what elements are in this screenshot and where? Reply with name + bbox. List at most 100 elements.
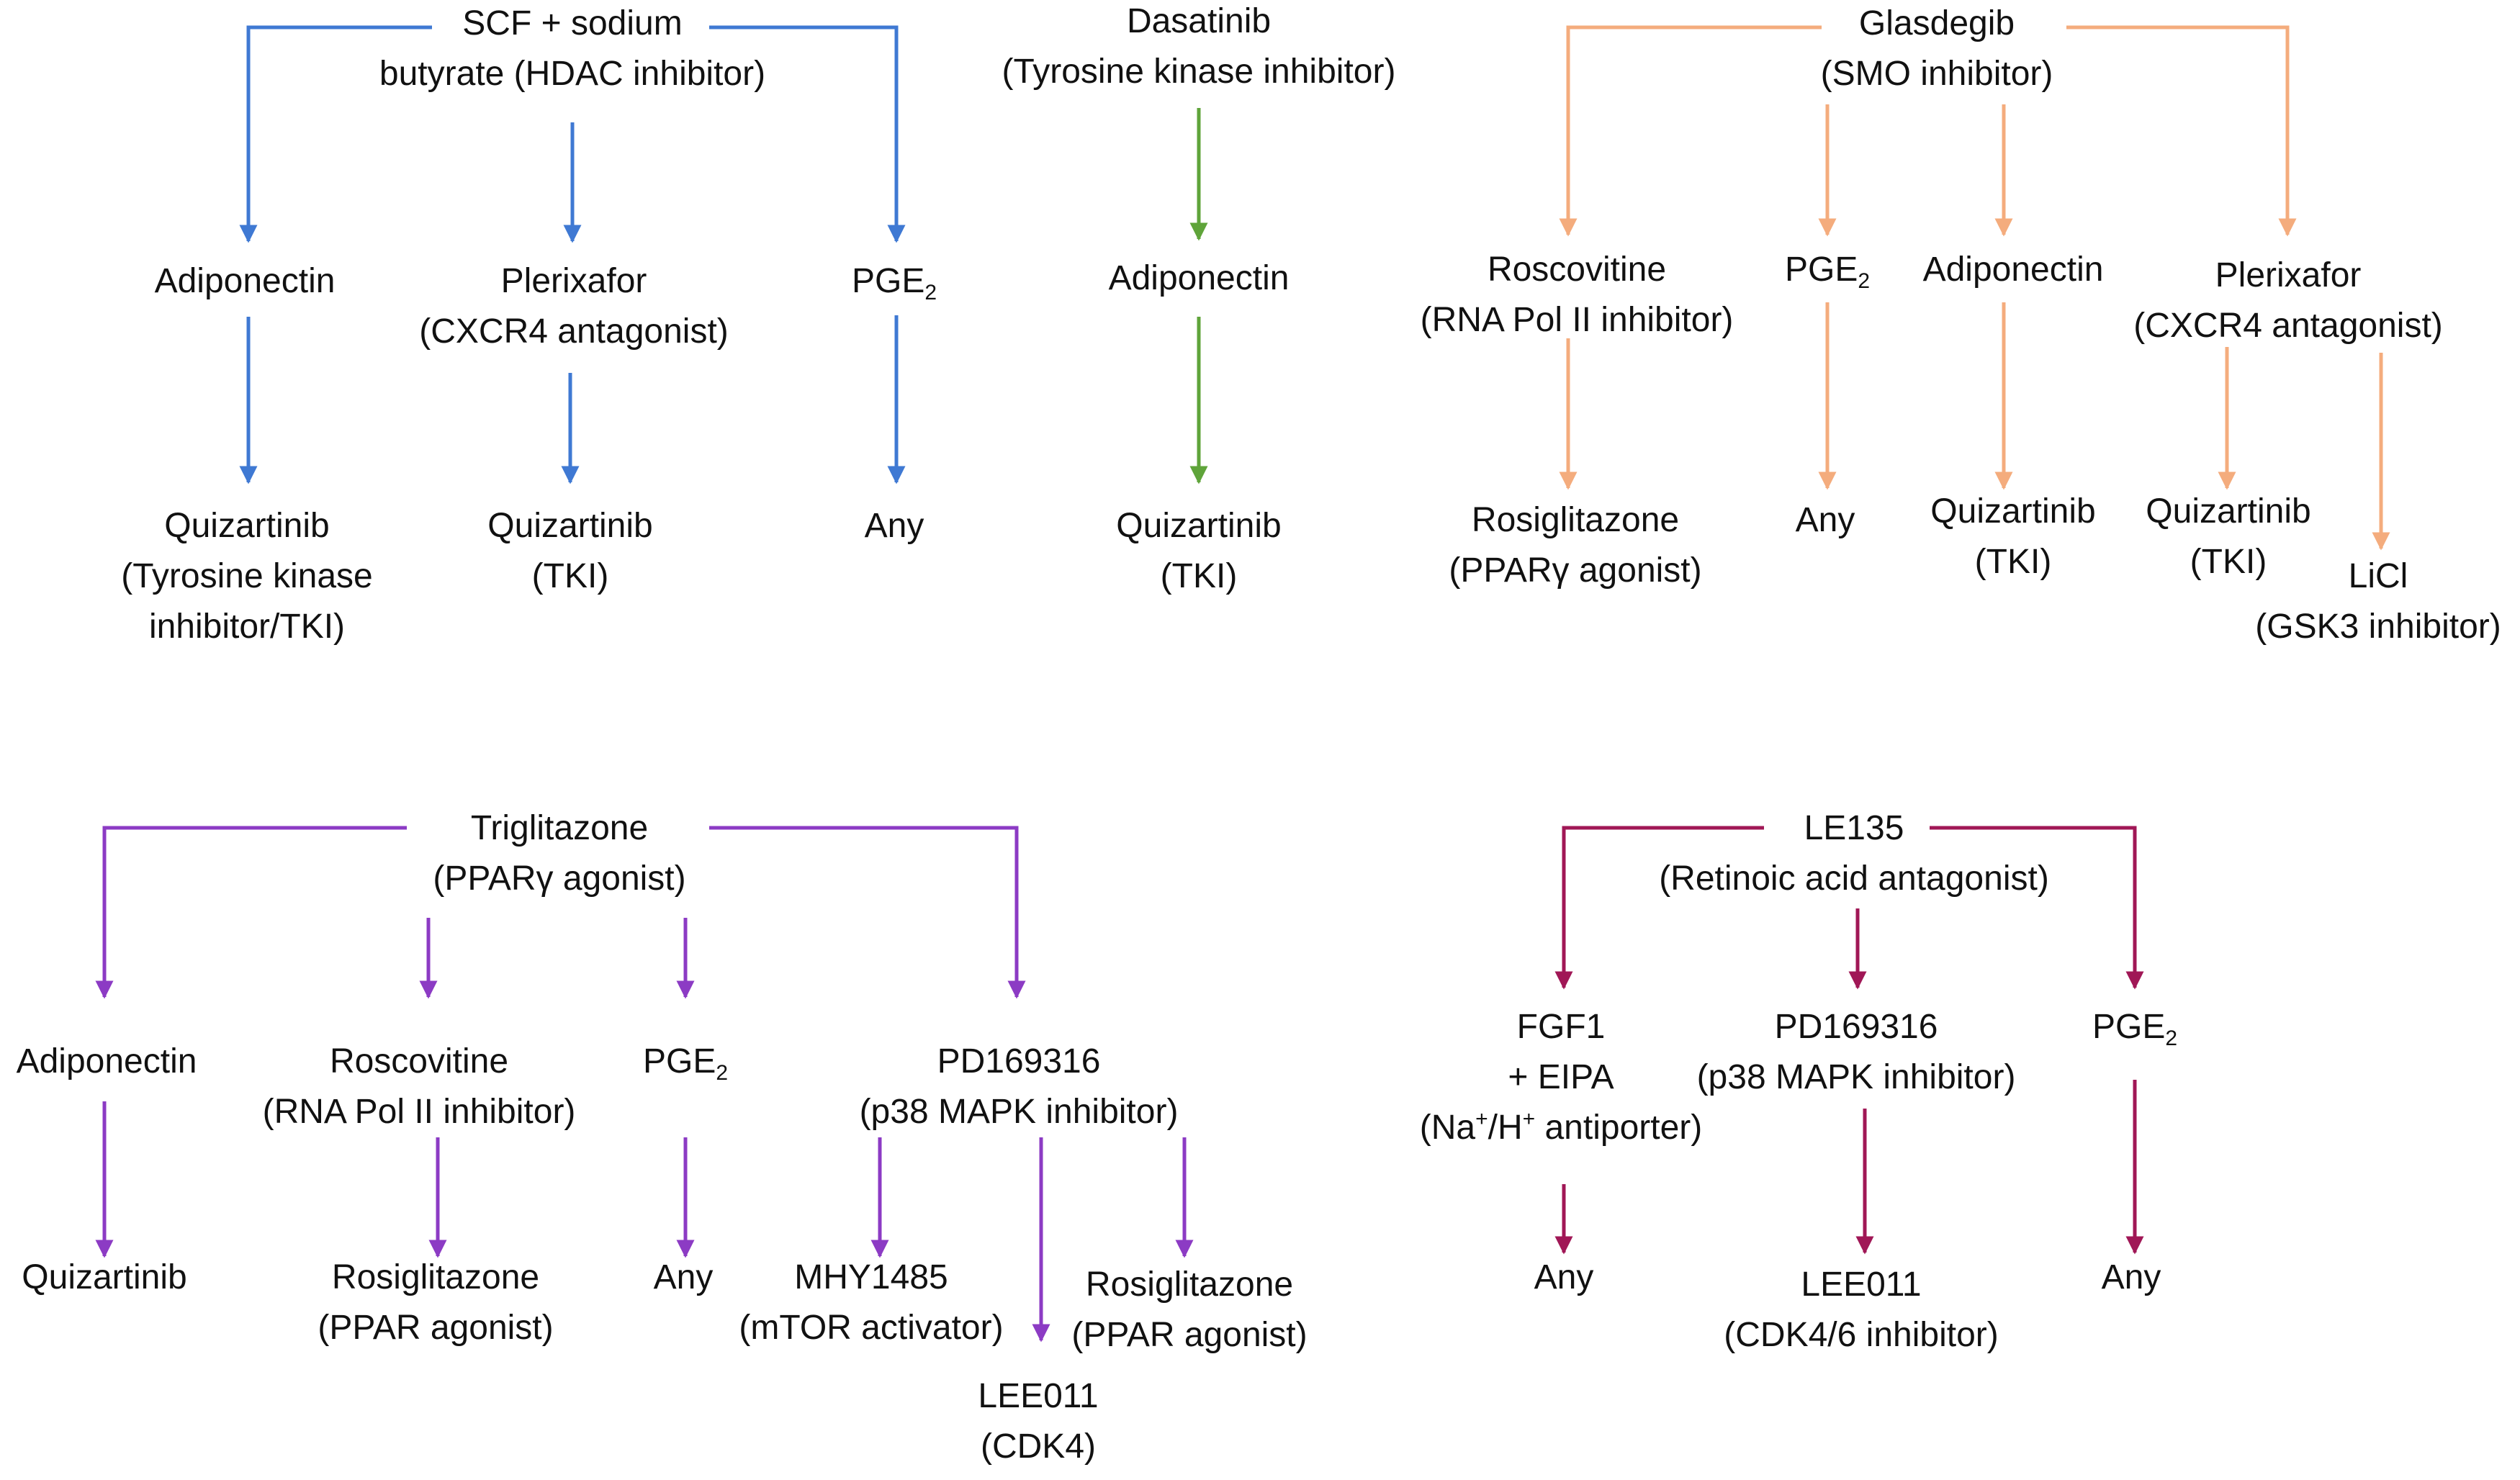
node-line: inhibitor/TKI) xyxy=(148,608,346,646)
node-line: Quizartinib xyxy=(487,507,653,545)
node-pge2: PGE2 xyxy=(2092,1002,2177,1052)
node-plerixafor: Plerixafor (CXCR4 antagonist) xyxy=(419,256,729,357)
node-line: + EIPA xyxy=(1508,1058,1614,1096)
node-line: LEE011 xyxy=(1801,1265,1922,1304)
node-quizartinib-tki: Quizartinib (TKI) xyxy=(1116,501,1281,602)
connector-scf-to-pge2 xyxy=(709,25,906,243)
node-line: Roscovitine xyxy=(329,1042,509,1080)
node-lee011: LEE011 (CDK4/6 inhibitor) xyxy=(1724,1260,1998,1361)
node-any: Any xyxy=(1534,1253,1594,1303)
pge-subscript: 2 xyxy=(2165,1026,2178,1050)
node-adiponectin: Adiponectin xyxy=(155,256,336,307)
connector-triglitazone-to-adiponectin xyxy=(95,826,407,999)
node-quizartinib-tki: Quizartinib (TKI) xyxy=(2146,487,2310,587)
node-line: Dasatinib xyxy=(1126,2,1272,40)
node-line: (Na+/H+ antiporter) xyxy=(1420,1103,1703,1153)
node-line: Adiponectin xyxy=(16,1042,197,1080)
node-any: Any xyxy=(1796,495,1855,546)
node-quizartinib-tki: Quizartinib (TKI) xyxy=(487,501,652,602)
node-pge2: PGE2 xyxy=(1785,245,1870,295)
node-line: (RNA Pol II inhibitor) xyxy=(262,1093,576,1131)
node-line: Quizartinib xyxy=(1116,507,1282,545)
node-line: (p38 MAPK inhibitor) xyxy=(1696,1058,2016,1096)
pge-subscript: 2 xyxy=(716,1061,729,1085)
node-pd169316: PD169316 (p38 MAPK inhibitor) xyxy=(1697,1002,2016,1103)
node-line: PGE2 xyxy=(2092,1002,2177,1052)
node-line: (GSK3 inhibitor) xyxy=(2255,608,2501,646)
node-line: (CDK4) xyxy=(980,1427,1096,1466)
node-line: (PPAR agonist) xyxy=(1071,1316,1308,1354)
node-line: Any xyxy=(1795,501,1855,539)
node-fgf1-eipa: FGF1 + EIPA (Na+/H+ antiporter) xyxy=(1420,1002,1703,1153)
node-scf-sodium-butyrate: SCF + sodium butyrate (HDAC inhibitor) xyxy=(379,0,765,99)
node-any: Any xyxy=(2102,1253,2161,1303)
node-adiponectin: Adiponectin xyxy=(1109,253,1290,304)
connector-le135-to-pge2 xyxy=(1930,826,2144,990)
node-pge2: PGE2 xyxy=(643,1037,728,1087)
node-plerixafor: Plerixafor (CXCR4 antagonist) xyxy=(2133,251,2443,351)
node-line: (Tyrosine kinase inhibitor) xyxy=(1002,53,1396,91)
node-line: Adiponectin xyxy=(1108,259,1290,297)
node-line: (TKI) xyxy=(2190,543,2267,581)
node-line: Roscovitine xyxy=(1487,251,1667,289)
node-adiponectin: Adiponectin xyxy=(1923,245,2104,295)
maroon-pathway-connectors xyxy=(1554,826,2144,1255)
node-roscovitine: Roscovitine (RNA Pol II inhibitor) xyxy=(1421,245,1734,346)
node-line: SCF + sodium xyxy=(462,4,683,42)
node-line: Quizartinib xyxy=(22,1258,187,1296)
node-line: Any xyxy=(1534,1258,1594,1296)
node-line: (Tyrosine kinase xyxy=(121,557,373,595)
pge-text: PGE xyxy=(851,262,925,300)
node-line: (SMO inhibitor) xyxy=(1820,55,2053,93)
node-line: (TKI) xyxy=(1974,543,2052,581)
antiporter-text: antiporter) xyxy=(1535,1109,1703,1147)
node-licl: LiCl (GSK3 inhibitor) xyxy=(2255,551,2501,652)
pge-subscript: 2 xyxy=(924,281,937,304)
node-line: Rosiglitazone xyxy=(331,1258,540,1296)
node-any: Any xyxy=(654,1253,714,1303)
node-line: butyrate (HDAC inhibitor) xyxy=(379,55,766,93)
purple-pathway-connectors xyxy=(95,826,1194,1343)
orange-pathway-connectors xyxy=(1559,25,2390,551)
node-line: Glasdegib xyxy=(1858,4,2015,42)
node-dasatinib: Dasatinib (Tyrosine kinase inhibitor) xyxy=(1002,0,1396,97)
node-line: (CXCR4 antagonist) xyxy=(419,312,729,351)
node-line: Any xyxy=(2101,1258,2161,1296)
node-line: Triglitazone xyxy=(470,809,649,847)
node-line: PGE2 xyxy=(1785,245,1870,295)
node-line: Rosiglitazone xyxy=(1471,501,1680,539)
node-line: (CXCR4 antagonist) xyxy=(2133,307,2443,345)
blue-pathway-connectors xyxy=(239,25,906,484)
node-line: PD169316 xyxy=(937,1042,1101,1080)
node-line: (Retinoic acid antagonist) xyxy=(1659,859,2049,898)
node-rosiglitazone: Rosiglitazone (PPAR agonist) xyxy=(1071,1260,1307,1361)
node-line: LiCl xyxy=(2348,557,2408,595)
node-line: Any xyxy=(653,1258,714,1296)
node-glasdegib: Glasdegib (SMO inhibitor) xyxy=(1821,0,2053,99)
node-line: (mTOR activator) xyxy=(739,1309,1004,1347)
node-line: (CDK4/6 inhibitor) xyxy=(1724,1316,1999,1354)
node-line: PGE2 xyxy=(643,1037,728,1087)
node-line: (TKI) xyxy=(1160,557,1238,595)
connector-triglitazone-to-pd169316 xyxy=(709,826,1026,999)
node-pge2: PGE2 xyxy=(852,256,937,307)
node-line: Quizartinib xyxy=(2146,492,2311,531)
node-roscovitine: Roscovitine (RNA Pol II inhibitor) xyxy=(263,1037,576,1137)
node-line: PD169316 xyxy=(1774,1008,1938,1046)
node-quizartinib: Quizartinib xyxy=(22,1253,186,1303)
node-line: Adiponectin xyxy=(154,262,336,300)
node-pd169316: PD169316 (p38 MAPK inhibitor) xyxy=(860,1037,1179,1137)
na-text: (Na xyxy=(1419,1109,1476,1147)
connector-scf-to-adiponectin xyxy=(239,25,432,243)
pge-text: PGE xyxy=(642,1042,716,1080)
node-quizartinib: Quizartinib (Tyrosine kinase inhibitor/T… xyxy=(121,501,372,652)
h-text: /H xyxy=(1488,1109,1523,1147)
node-line: (RNA Pol II inhibitor) xyxy=(1420,301,1734,339)
na-superscript: + xyxy=(1475,1107,1488,1131)
node-triglitazone: Triglitazone (PPARγ agonist) xyxy=(433,803,685,904)
connector-le135-to-fgf1 xyxy=(1554,826,1764,990)
node-lee011: LEE011 (CDK4) xyxy=(978,1371,1098,1472)
node-line: (TKI) xyxy=(531,557,609,595)
pge-subscript: 2 xyxy=(1858,269,1871,293)
